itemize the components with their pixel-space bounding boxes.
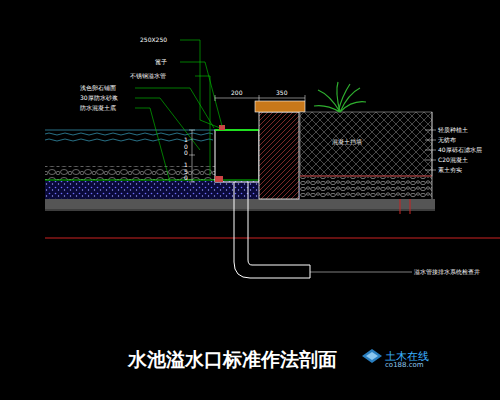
- watermark: 土木在线: [385, 351, 429, 362]
- drawing-title: 水池溢水口标准作法剖面: [128, 347, 337, 373]
- part-label: 30厚防水砂浆: [80, 95, 118, 101]
- layer-label: 轻质种植土: [438, 127, 468, 133]
- layer-label: C20混凝土: [438, 157, 468, 163]
- dimension: 150: [184, 162, 190, 182]
- layer-label: 素土夯实: [438, 167, 462, 173]
- watermark: co188.com: [385, 362, 424, 369]
- dimension: 100: [184, 137, 190, 157]
- dimension: 200: [231, 90, 242, 96]
- part-label: 混凝土挡墙: [332, 139, 362, 145]
- layer-label: 40厚砾石滤水层: [438, 147, 482, 153]
- note: 溢水管接排水系统检查井: [414, 269, 480, 275]
- part-label: 不锈钢溢水管: [130, 73, 166, 79]
- dimension: 350: [276, 90, 287, 96]
- dim-label: 250X250: [140, 37, 167, 43]
- part-label: 浅色卵石铺面: [80, 85, 116, 91]
- part-label: 防水混凝土底: [80, 105, 116, 111]
- layer-label: 无纺布: [438, 137, 456, 143]
- part-label: 篦子: [155, 59, 167, 65]
